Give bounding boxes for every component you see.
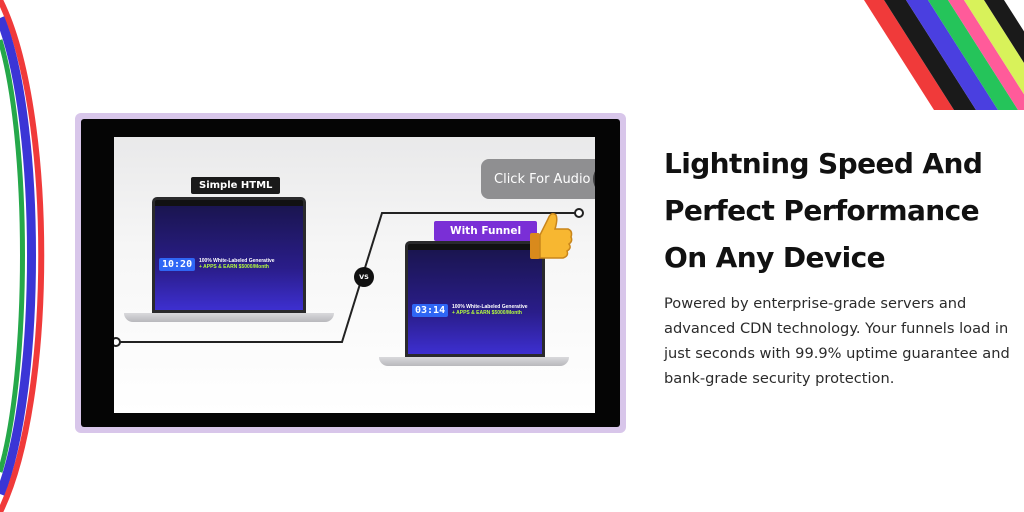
video-frame[interactable]: 10:20 100% White-Labeled Generative + AP…	[75, 113, 626, 433]
thumbs-up-icon	[530, 212, 573, 259]
vs-badge: VS	[354, 267, 374, 287]
video-content: 10:20 100% White-Labeled Generative + AP…	[114, 137, 595, 413]
laptop-base	[379, 357, 569, 366]
countdown-timer: 10:20	[159, 258, 196, 271]
laptop-simple-html: 10:20 100% White-Labeled Generative + AP…	[124, 197, 334, 329]
laptop-screen: 03:14 100% White-Labeled Generative + AP…	[405, 241, 545, 357]
countdown-timer: 03:14	[412, 304, 449, 317]
promo-line-2: + APPS & EARN $5000/Month	[199, 264, 269, 270]
label-with-funnel: With Funnel	[434, 221, 538, 241]
laptop-screen: 10:20 100% White-Labeled Generative + AP…	[152, 197, 306, 313]
promo-headline: 100% White-Labeled Generative + APPS & E…	[199, 258, 299, 270]
video-player[interactable]: 10:20 100% White-Labeled Generative + AP…	[81, 119, 620, 427]
label-simple-html: Simple HTML	[191, 177, 281, 194]
speaker-icon[interactable]	[593, 163, 595, 195]
laptop-with-funnel: 03:14 100% White-Labeled Generative + AP…	[379, 241, 569, 371]
promo-line-1: 100% White-Labeled Generative	[452, 304, 528, 310]
promo-line-2: + APPS & EARN $5000/Month	[452, 310, 522, 316]
laptop-base	[124, 313, 334, 322]
promo-headline: 100% White-Labeled Generative + APPS & E…	[452, 304, 542, 316]
audio-button-label: Click For Audio	[494, 171, 591, 187]
decorative-arcs-left	[0, 0, 45, 512]
decorative-stripes-right	[864, 0, 1024, 110]
promo-line-1: 100% White-Labeled Generative	[199, 258, 275, 264]
headline: Lightning Speed And Perfect Performance …	[664, 147, 983, 274]
body-paragraph: Powered by enterprise-grade servers and …	[664, 295, 1010, 387]
click-for-audio-button[interactable]: Click For Audio	[481, 159, 595, 199]
website-preview: 03:14 100% White-Labeled Generative + AP…	[408, 250, 542, 354]
website-preview: 10:20 100% White-Labeled Generative + AP…	[155, 206, 303, 310]
